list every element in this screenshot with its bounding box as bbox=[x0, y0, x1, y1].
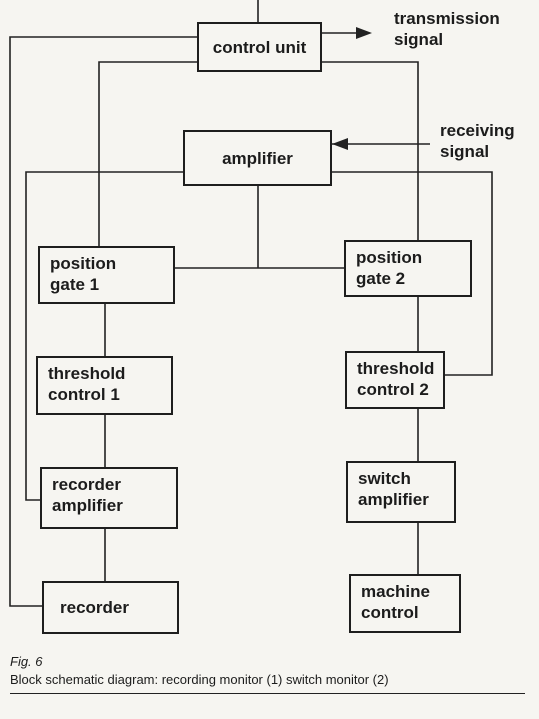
transmission-signal-label: transmission signal bbox=[394, 9, 500, 49]
caption-text: Block schematic diagram: recording monit… bbox=[10, 672, 389, 687]
wire-control-unit-to-gate-2 bbox=[320, 61, 419, 240]
figure-number: Fig. 6 bbox=[10, 654, 43, 669]
wire-amplifier-to-threshold-2 bbox=[330, 171, 493, 376]
machine-control-label: machine control bbox=[361, 582, 430, 622]
amplifier-label: amplifier bbox=[222, 148, 293, 168]
control-unit-block: control unit bbox=[197, 22, 322, 72]
position-gate-1-label: position gate 1 bbox=[50, 254, 117, 294]
receiving-signal-label: receiving signal bbox=[440, 121, 515, 161]
figure-caption: Fig. 6 Block schematic diagram: recordin… bbox=[10, 654, 530, 694]
transmission-arrow-icon bbox=[356, 27, 372, 39]
recorder-block: recorder bbox=[42, 581, 179, 634]
threshold-control-2-block: threshold control 2 bbox=[345, 351, 445, 409]
switch-amplifier-label: switch amplifier bbox=[358, 469, 429, 509]
control-unit-label: control unit bbox=[212, 37, 307, 57]
amplifier-block: amplifier bbox=[183, 130, 332, 186]
machine-control-block: machine control bbox=[349, 574, 461, 633]
position-gate-2-block: position gate 2 bbox=[344, 240, 472, 297]
threshold-control-2-label: threshold control 2 bbox=[357, 359, 435, 399]
position-gate-1-block: position gate 1 bbox=[38, 246, 175, 304]
switch-amplifier-block: switch amplifier bbox=[346, 461, 456, 523]
wire-control-unit-to-gate-1 bbox=[98, 61, 198, 247]
recorder-label: recorder bbox=[60, 598, 129, 617]
threshold-control-1-label: threshold control 1 bbox=[48, 364, 126, 404]
wire-control-unit-to-recorder bbox=[9, 36, 198, 607]
wire-amplifier-to-recorder-amplifier bbox=[25, 171, 184, 501]
caption-rule bbox=[10, 693, 525, 694]
threshold-control-1-block: threshold control 1 bbox=[36, 356, 173, 415]
recorder-amplifier-label: recorder amplifier bbox=[52, 475, 123, 515]
receiving-arrow-icon bbox=[332, 138, 348, 150]
position-gate-2-label: position gate 2 bbox=[356, 248, 423, 288]
recorder-amplifier-block: recorder amplifier bbox=[40, 467, 178, 529]
